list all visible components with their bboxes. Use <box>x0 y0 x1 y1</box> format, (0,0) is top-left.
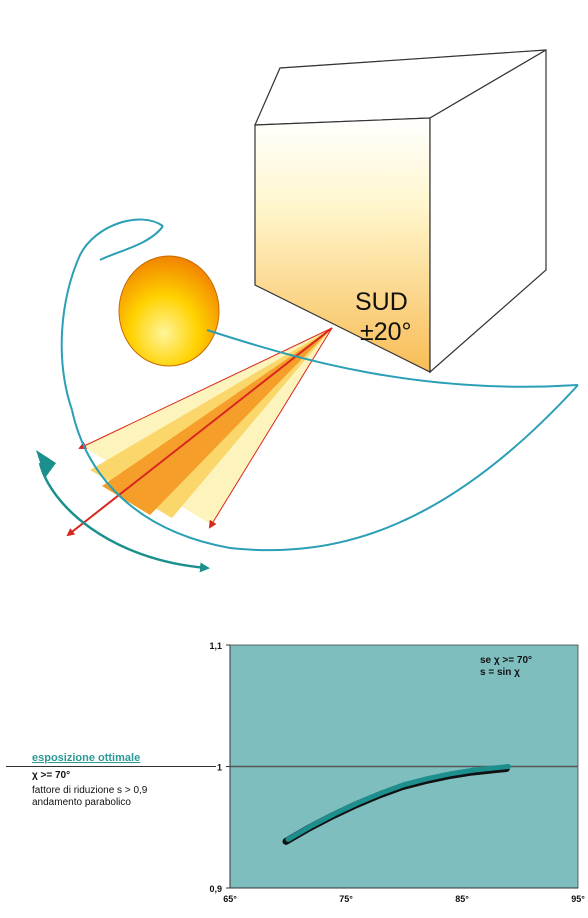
x-tick-label: 95° <box>571 894 585 904</box>
annotation-condition: se χ >= 70° <box>480 655 532 666</box>
x-tick-label: 75° <box>339 894 353 904</box>
ray-center <box>66 327 333 537</box>
legend-condition: χ >= 70° <box>32 770 71 781</box>
box-label-degrees: ±20° <box>360 318 412 346</box>
legend-divider <box>6 766 216 767</box>
sun-ray-fan <box>66 327 333 537</box>
legend-trend: andamento parabolico <box>32 797 131 808</box>
y-tick-label: 0,9 <box>209 884 222 894</box>
orbit-path-front <box>71 225 579 552</box>
sun <box>118 255 220 367</box>
rotation-arrow <box>36 450 210 573</box>
x-tick-label: 85° <box>455 894 469 904</box>
legend-reduction-factor: fattore di riduzione s > 0,9 <box>32 785 148 796</box>
x-tick-labels: 65° 75° 85° 95° <box>223 894 585 904</box>
legend-heading: esposizione ottimale <box>32 752 141 764</box>
solar-cube: SUD ±20° <box>254 48 547 374</box>
ray-left <box>78 327 333 450</box>
reduction-factor-chart: 65° 75° 85° 95° 0,9 1 1,1 se χ >= 70° s = sin… <box>209 641 585 904</box>
box-label-sud: SUD <box>355 288 408 316</box>
cube-side-face <box>429 48 547 374</box>
y-tick-label: 1 <box>217 763 222 773</box>
x-tick-label: 65° <box>223 894 237 904</box>
series-curve <box>285 764 511 842</box>
orbit-path-back <box>60 218 164 411</box>
y-tick-labels: 0,9 1 1,1 <box>209 641 222 894</box>
y-tick-label: 1,1 <box>209 641 222 651</box>
annotation-formula: s = sin χ <box>480 667 520 678</box>
y-tick-marks <box>226 644 230 889</box>
